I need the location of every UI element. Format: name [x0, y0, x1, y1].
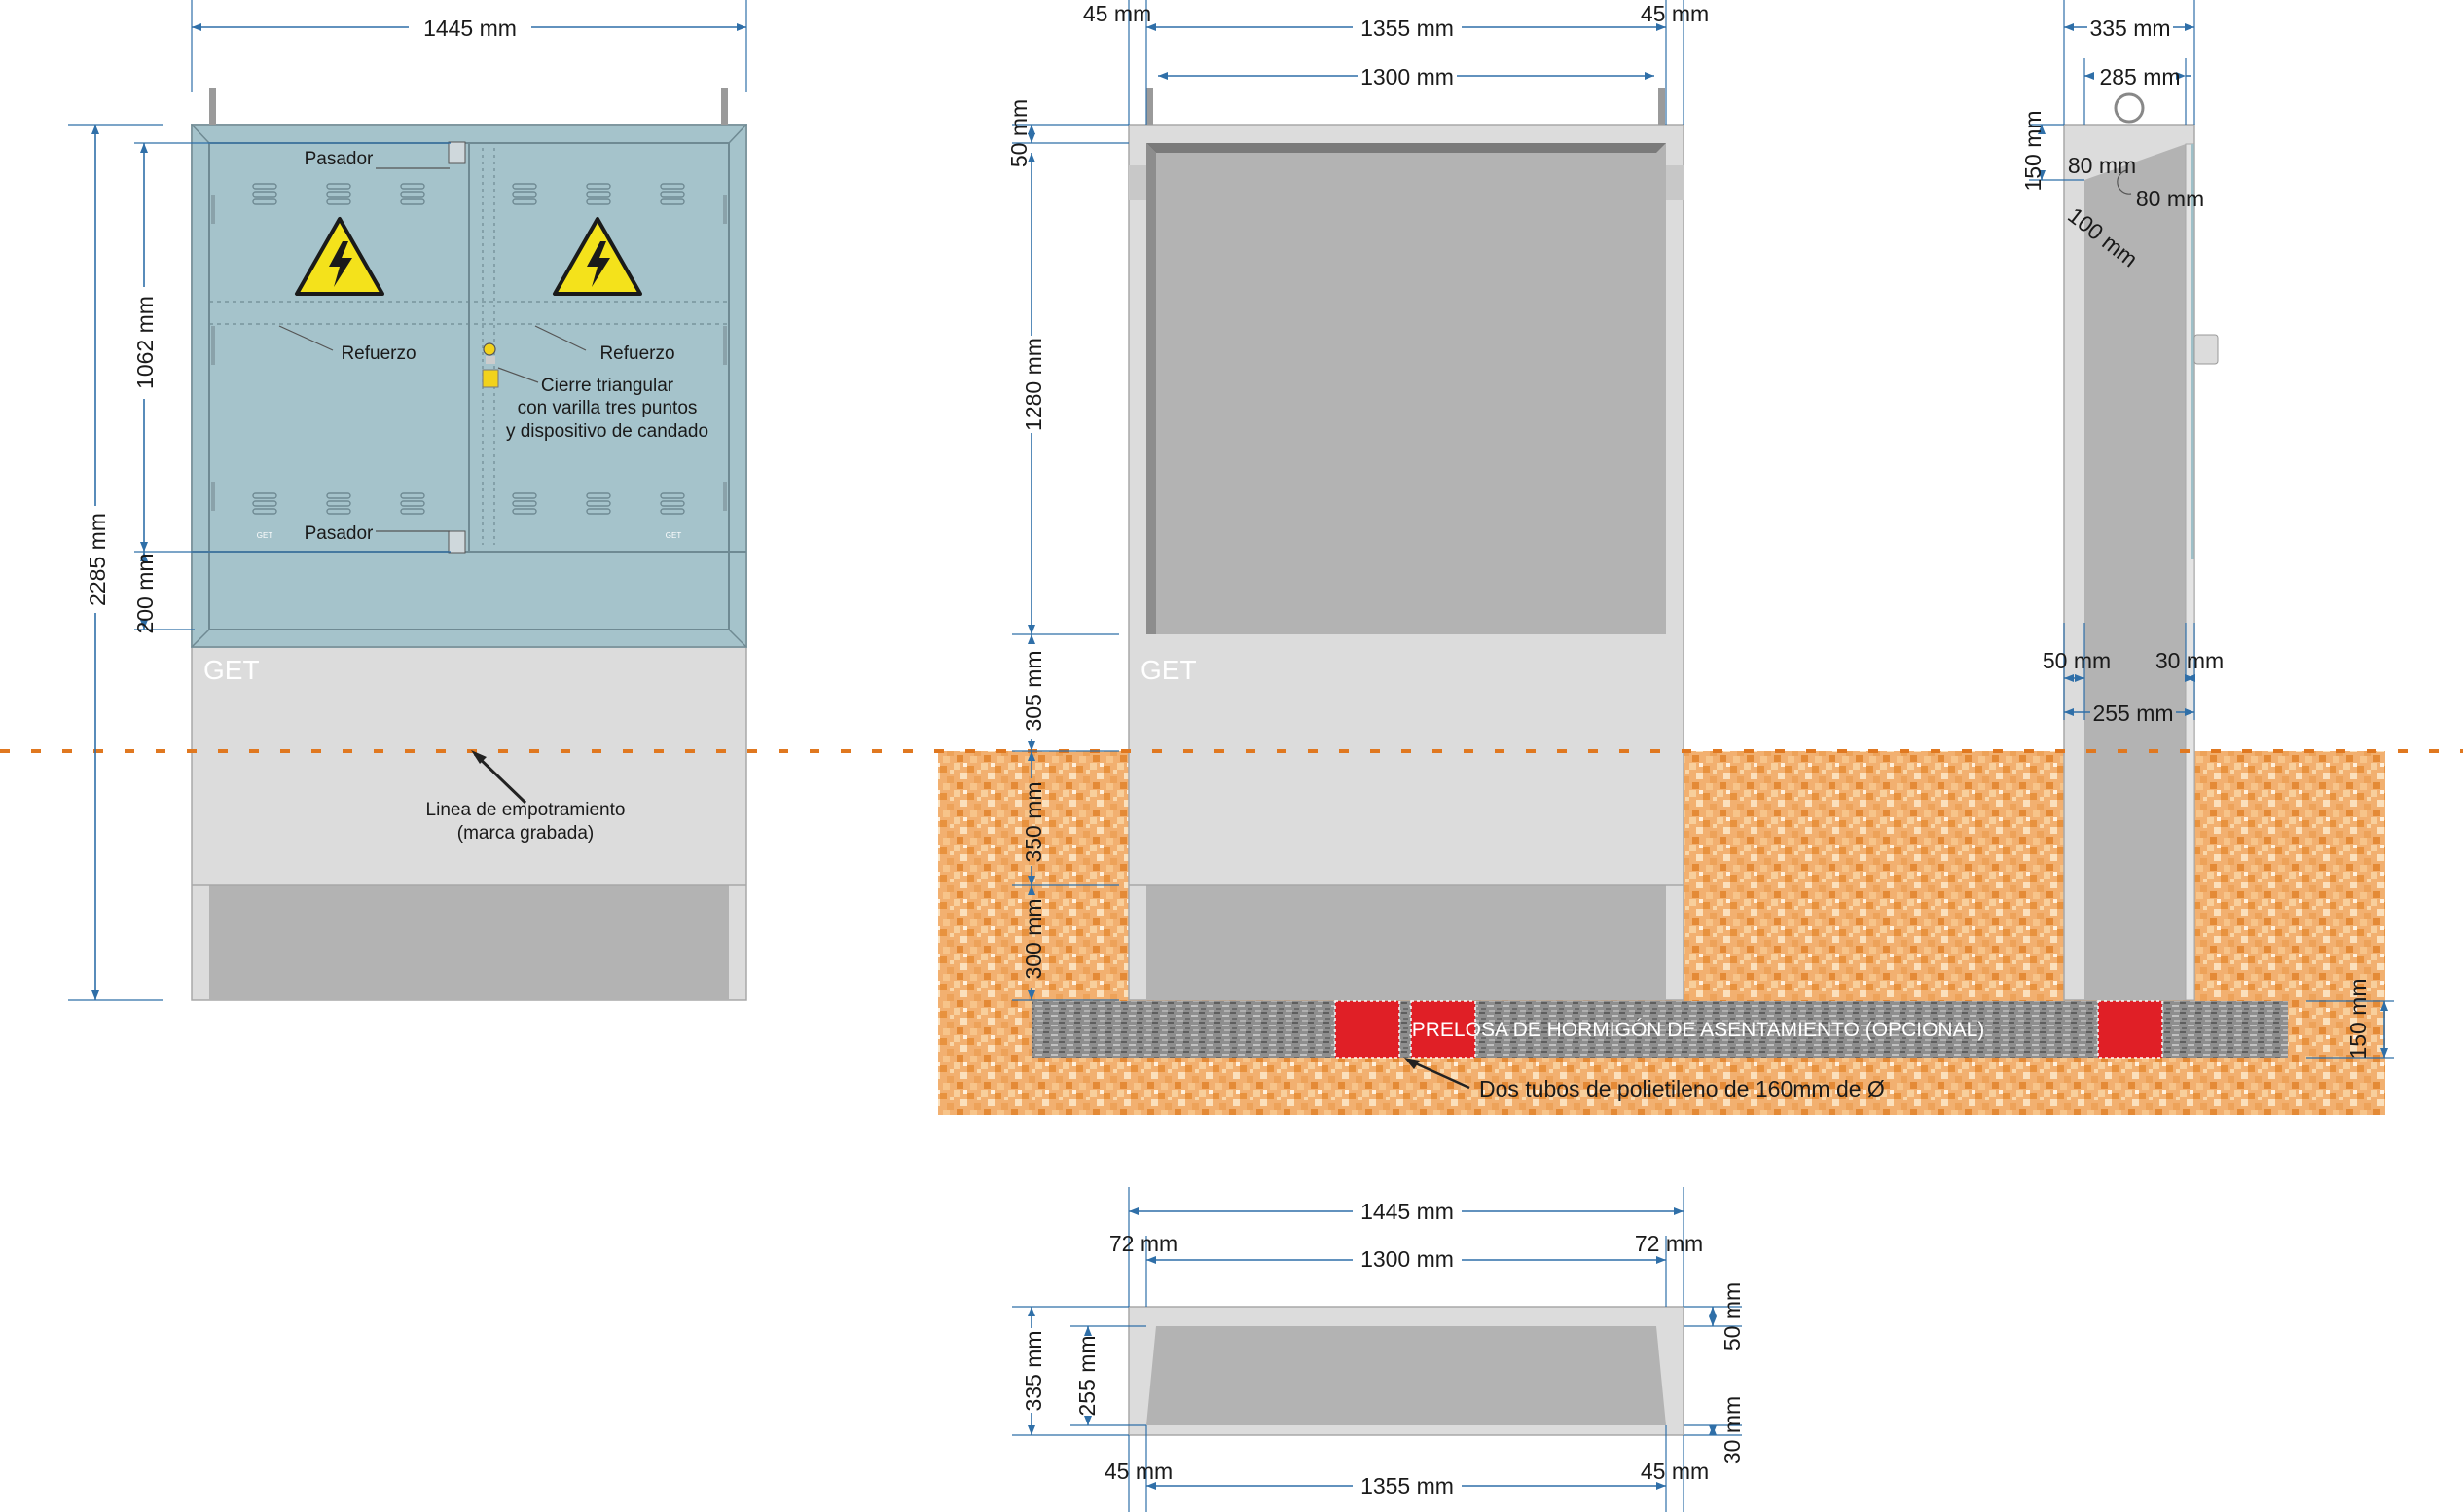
concrete-slab — [1032, 1001, 2288, 1058]
brand-small-mark: GET — [257, 531, 273, 540]
pasador-label: Pasador — [305, 149, 374, 169]
plan-1445-dimension: 1445 mm — [1360, 1199, 1454, 1224]
vent-slot — [512, 492, 537, 515]
slab-150-dimension: 150 mm — [2345, 978, 2371, 1059]
plan-45-dimension: 45 mm — [1641, 1458, 1709, 1484]
front-width-dimension: 1445 mm — [423, 16, 517, 41]
section-top-width-dimension: 1355 mm — [1360, 16, 1454, 41]
side-150-dimension: 150 mm — [2020, 110, 2046, 191]
side-50-dimension: 50 mm — [2043, 648, 2111, 673]
plan-view — [1128, 1306, 1684, 1436]
section-top-left-dimension: 45 mm — [1083, 1, 1151, 26]
high-voltage-warning-icon — [295, 217, 384, 296]
section-300-dimension: 300 mm — [1021, 898, 1046, 979]
vent-slot — [326, 183, 351, 205]
section-305-dimension: 305 mm — [1021, 650, 1046, 731]
section-view — [1128, 88, 1684, 1001]
refuerzo-label: Refuerzo — [599, 343, 674, 364]
ventilation-grilles — [252, 183, 685, 515]
section-top-right-dimension: 45 mm — [1641, 1, 1709, 26]
vent-slot — [660, 183, 685, 205]
front-door-height-dimension: 1062 mm — [132, 296, 158, 389]
high-voltage-warning-icon — [553, 217, 642, 296]
plan-255-dimension: 255 mm — [1074, 1335, 1100, 1416]
leader-lines — [278, 167, 1470, 1090]
brand-logo: GET — [203, 655, 260, 685]
brand-small-mark: GET — [666, 531, 682, 540]
dimension-lines — [68, 0, 2394, 1512]
side-view — [2063, 92, 2219, 1001]
linea-empotramiento-label: Linea de empotramiento — [426, 800, 626, 820]
vent-slot — [400, 183, 425, 205]
side-335-dimension: 335 mm — [2089, 16, 2170, 41]
vent-slot — [326, 492, 351, 515]
refuerzo-label: Refuerzo — [341, 343, 416, 364]
front-lower-height-dimension: 200 mm — [132, 553, 158, 633]
linea-empotramiento-note: (marca grabada) — [457, 823, 594, 844]
front-total-height-dimension: 2285 mm — [85, 513, 110, 606]
side-255-dimension: 255 mm — [2092, 701, 2173, 726]
brand-logo: GET — [1141, 655, 1197, 685]
section-1280-dimension: 1280 mm — [1021, 338, 1046, 431]
plan-45-dimension: 45 mm — [1105, 1458, 1173, 1484]
tubos-label: Dos tubos de polietileno de 160mm de Ø — [1479, 1076, 1885, 1101]
vent-slot — [400, 492, 425, 515]
plan-1355-dimension: 1355 mm — [1360, 1473, 1454, 1498]
vent-slot — [512, 183, 537, 205]
front-view — [191, 88, 747, 1001]
vent-slot — [252, 183, 277, 205]
side-80-dimension: 80 mm — [2136, 186, 2204, 211]
padlock-icon — [482, 342, 499, 388]
plan-72-dimension: 72 mm — [1635, 1231, 1703, 1256]
prelosa-label: PRELOSA DE HORMIGÓN DE ASENTAMIENTO (OPC… — [1412, 1019, 1985, 1041]
section-350-dimension: 350 mm — [1021, 781, 1046, 862]
vent-slot — [586, 492, 611, 515]
polyethylene-tubes — [1334, 1000, 2163, 1059]
cierre-label-line2: con varilla tres puntos — [518, 398, 698, 418]
pasador-label: Pasador — [305, 523, 374, 544]
section-inner-width-dimension: 1300 mm — [1360, 64, 1454, 90]
vent-slot — [252, 492, 277, 515]
vent-slot — [660, 492, 685, 515]
section-50-dimension: 50 mm — [1006, 99, 1032, 167]
vent-slot — [586, 183, 611, 205]
side-30-dimension: 30 mm — [2155, 648, 2224, 673]
cierre-label-line1: Cierre triangular — [541, 376, 674, 396]
side-285-dimension: 285 mm — [2099, 64, 2180, 90]
plan-30-dimension: 30 mm — [1720, 1396, 1745, 1464]
plan-1300-dimension: 1300 mm — [1360, 1246, 1454, 1272]
plan-72-dimension: 72 mm — [1109, 1231, 1177, 1256]
cierre-label-line3: y dispositivo de candado — [506, 421, 708, 442]
side-80-dimension: 80 mm — [2068, 153, 2136, 178]
plan-50-dimension: 50 mm — [1720, 1282, 1745, 1350]
plan-335-dimension: 335 mm — [1021, 1330, 1046, 1411]
